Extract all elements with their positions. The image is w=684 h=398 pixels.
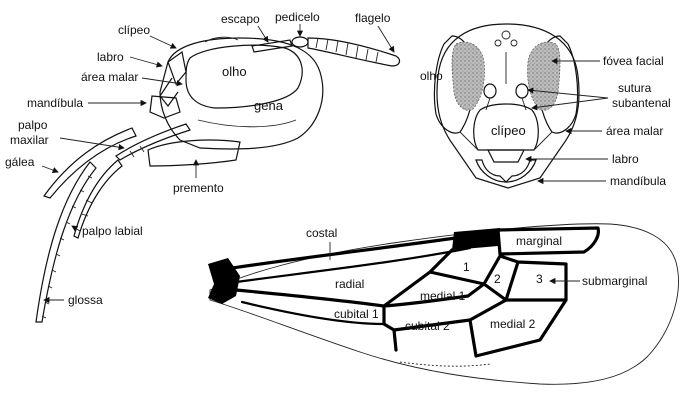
frontal-labrum xyxy=(488,150,524,162)
label-medial-1: medial 1 xyxy=(420,289,466,303)
prementum xyxy=(148,140,240,166)
galea-blade xyxy=(44,128,136,198)
label-mandibula-lateral: mandíbula xyxy=(27,96,83,110)
label-flagelo: flagelo xyxy=(355,11,391,25)
label-olho-frontal: olho xyxy=(420,69,443,83)
wing-fold-line xyxy=(400,362,490,366)
fovea-right xyxy=(528,42,561,110)
mandible-outline xyxy=(150,96,180,118)
label-medial-2: medial 2 xyxy=(490,317,536,331)
mouthparts xyxy=(36,124,240,322)
label-fovea-facial: fóvea facial xyxy=(603,54,664,68)
label-labro-frontal: labro xyxy=(612,152,639,166)
right-antennal-socket xyxy=(516,84,528,98)
label-glossa: glossa xyxy=(68,293,103,307)
label-palpo-maxilar-1: palpo xyxy=(18,118,48,132)
label-radial: radial xyxy=(335,277,364,291)
label-submarginal: submarginal xyxy=(582,274,647,288)
label-subantenal: subantenal xyxy=(612,96,671,110)
wing-drawing: costal marginal radial 1 2 3 submarginal… xyxy=(208,224,678,385)
label-submarginal-cell-2: 2 xyxy=(494,272,501,286)
label-area-malar-lateral: área malar xyxy=(81,70,138,84)
label-submarginal-cell-3: 3 xyxy=(536,272,543,286)
left-ocellus xyxy=(495,40,501,46)
label-submarginal-cell-1: 1 xyxy=(463,260,470,274)
median-ocellus xyxy=(502,31,510,39)
label-gena: gena xyxy=(254,98,284,113)
label-palpo-labial: palpo labial xyxy=(82,224,143,238)
label-pedicelo: pedicelo xyxy=(275,10,320,24)
frontal-malar-left xyxy=(460,132,478,150)
frontal-right-mandible xyxy=(506,160,536,182)
antennal-pedicel xyxy=(292,37,308,47)
wing-membrane-outline xyxy=(210,224,678,385)
gena-line xyxy=(198,120,296,127)
label-cubital-1: cubital 1 xyxy=(334,307,379,321)
fovea-left xyxy=(452,42,485,110)
frontal-left-mandible xyxy=(476,160,506,182)
label-mandibula-frontal: mandíbula xyxy=(610,174,666,188)
label-escapo: escapo xyxy=(221,12,260,26)
wing-base xyxy=(208,258,240,304)
label-galea: gálea xyxy=(5,155,35,169)
frontal-malar-right xyxy=(534,132,552,150)
label-clipeo-frontal: clípeo xyxy=(491,123,526,138)
radial-vein xyxy=(236,290,384,306)
label-labro: labro xyxy=(97,50,124,64)
costal-vein xyxy=(232,236,470,268)
label-costal: costal xyxy=(306,226,337,240)
label-premento: premento xyxy=(173,181,224,195)
right-ocellus xyxy=(511,40,517,46)
label-sutura: sutura xyxy=(618,81,652,95)
antennal-flagellum xyxy=(308,38,399,66)
right-subantennal-suture xyxy=(522,98,526,110)
stigma xyxy=(452,228,500,250)
label-clipeo-lateral: clípeo xyxy=(118,23,150,37)
left-antennal-socket xyxy=(484,84,496,98)
left-subantennal-suture xyxy=(486,98,490,110)
label-marginal: marginal xyxy=(516,234,562,248)
lateral-head-drawing: clípeo escapo pedicelo flagelo labro áre… xyxy=(5,10,399,322)
vertex-outline xyxy=(205,37,238,42)
label-olho-lateral: olho xyxy=(222,64,247,79)
label-cubital-2: cubital 2 xyxy=(405,319,450,333)
frontal-head-drawing: olho fóvea facial sutura subantenal clíp… xyxy=(420,24,671,188)
label-area-malar-frontal: área malar xyxy=(606,124,663,138)
label-palpo-maxilar-2: maxilar xyxy=(10,133,49,147)
